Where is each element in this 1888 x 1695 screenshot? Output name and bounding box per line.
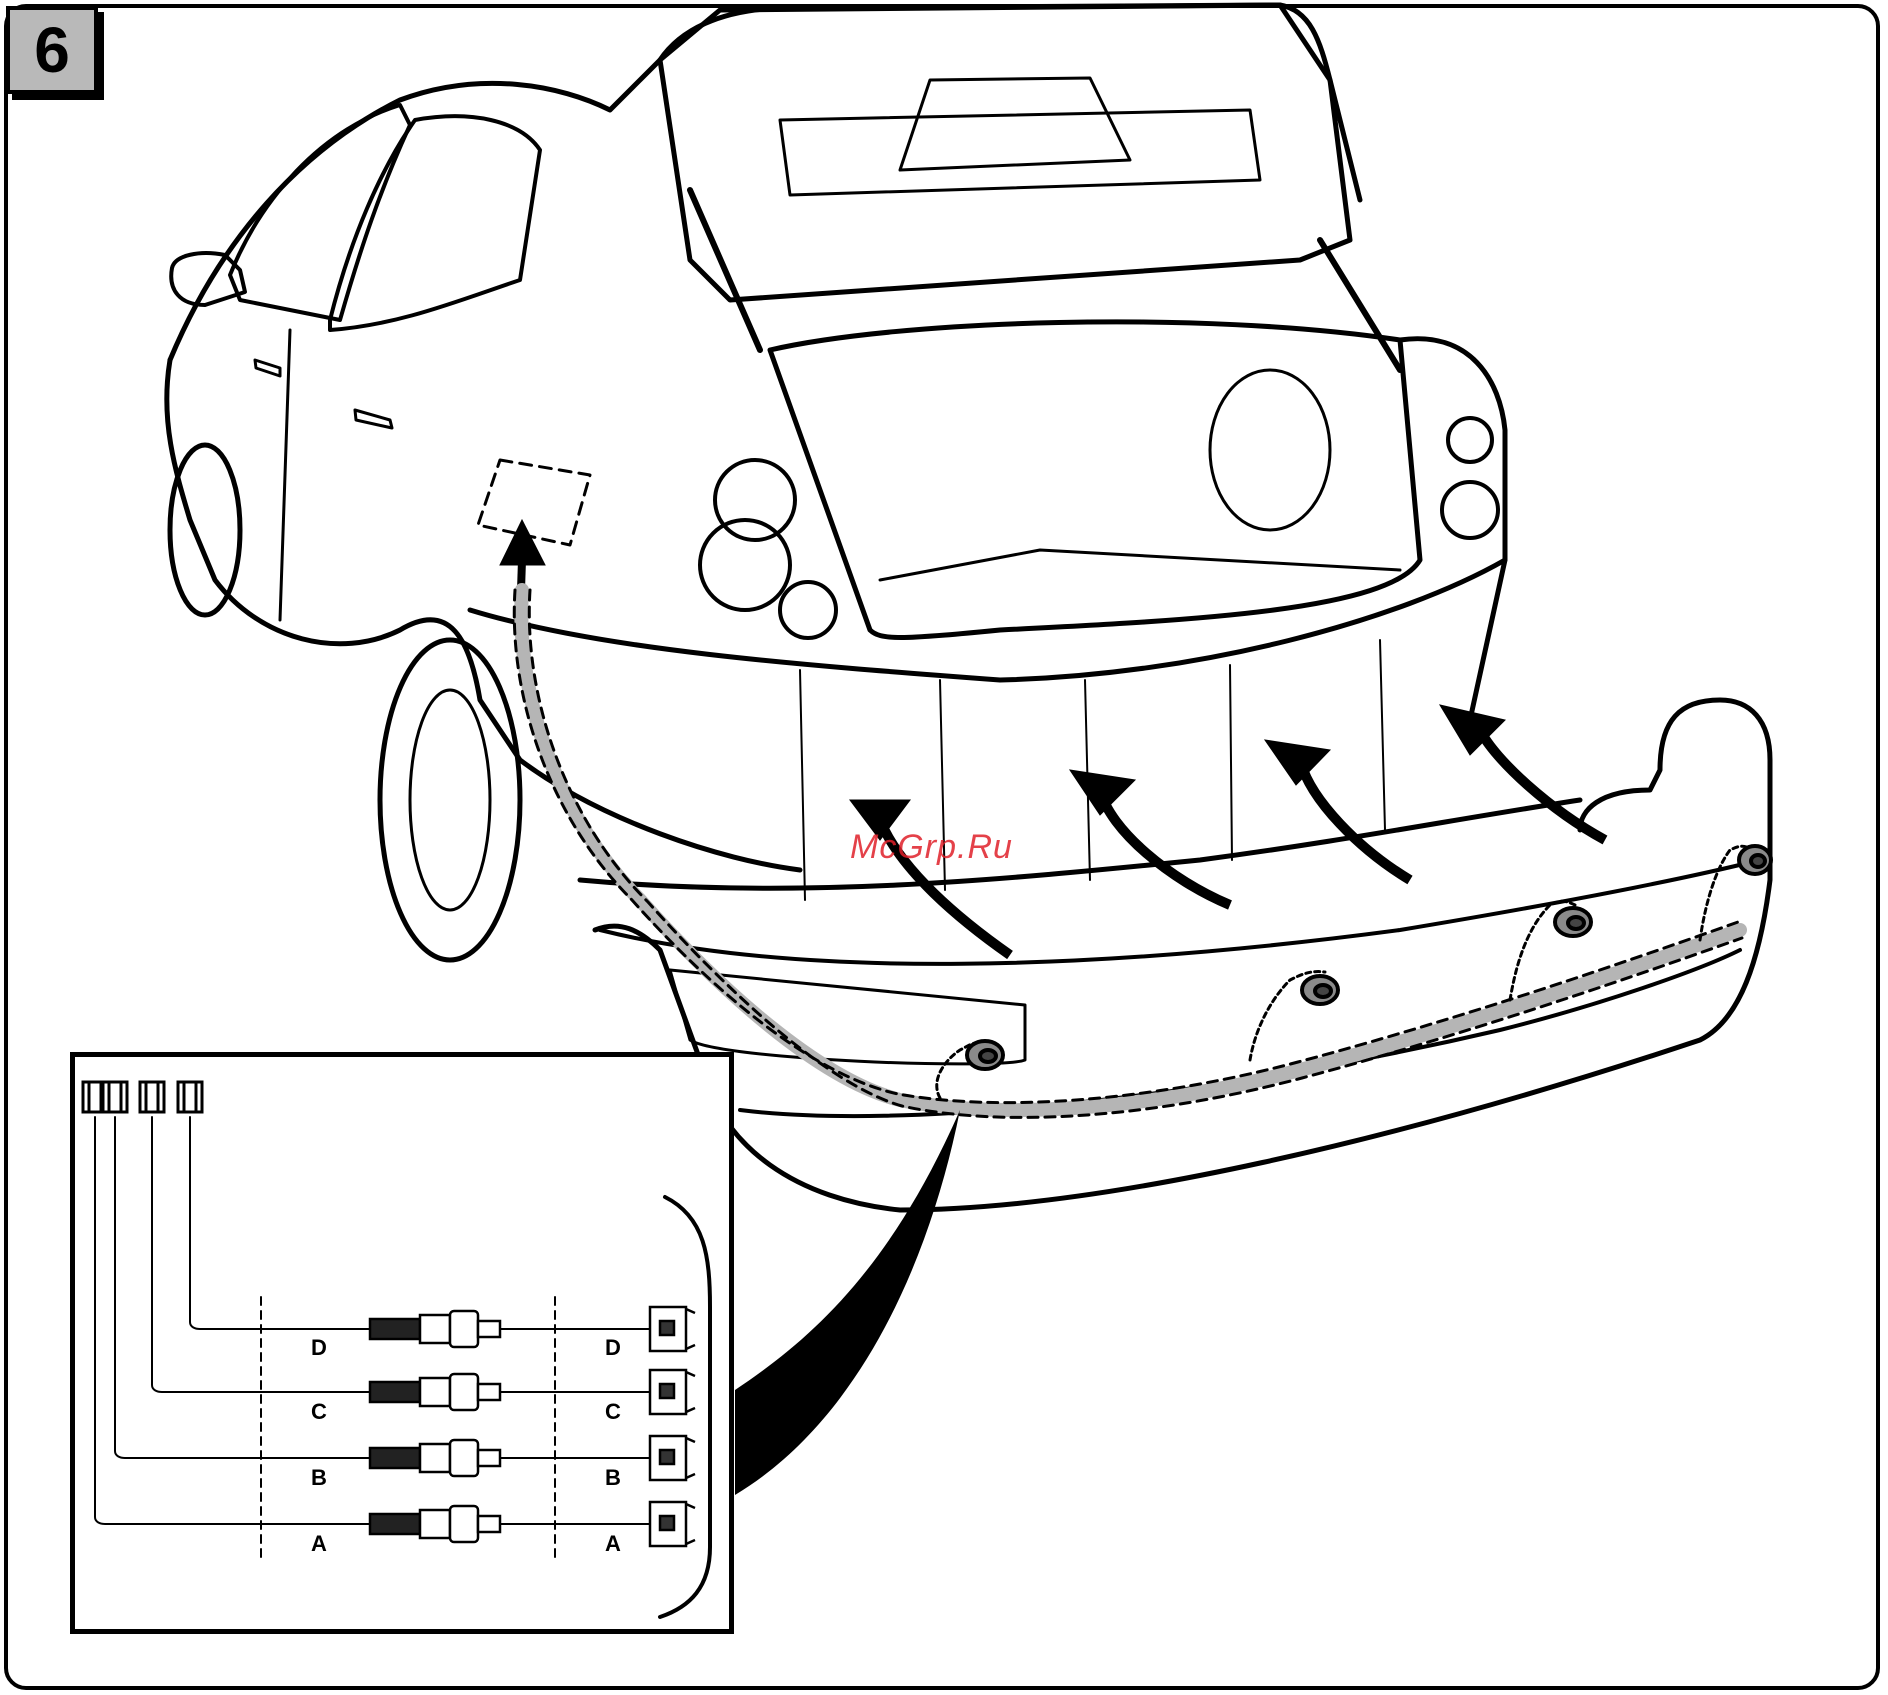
spare-wheel-well [1210, 370, 1330, 530]
wire-d [190, 1117, 370, 1329]
inline-connector-a [370, 1506, 500, 1542]
top-plug-c [140, 1082, 164, 1112]
left-tail-light-middle [700, 520, 790, 610]
sensor-head-c [650, 1370, 695, 1414]
fit-arrow-3 [1300, 760, 1410, 880]
fit-arrow-3-head [1265, 740, 1330, 785]
tailgate-outline [660, 5, 1350, 300]
door-handle-front [255, 360, 280, 376]
right-label-a: A [605, 1531, 621, 1557]
guide-line-4 [1230, 665, 1232, 860]
rear-crossmember [580, 800, 1580, 888]
connector-detail-inset: D C B A D C B A [70, 1052, 734, 1634]
parking-sensor-3-inner [1568, 917, 1584, 929]
trunk-opening [770, 322, 1420, 638]
right-tail-light-lower [1442, 482, 1498, 538]
fit-arrow-4 [1480, 730, 1605, 840]
right-label-d: D [605, 1335, 621, 1361]
sensor-head-d [650, 1307, 695, 1351]
gas-strut-right [1320, 240, 1400, 370]
parking-sensor-1-inner [980, 1050, 996, 1062]
tailgate-brake-light [900, 78, 1130, 170]
guide-line-5 [1380, 640, 1385, 830]
fuel-door-dashed [478, 460, 590, 545]
left-label-b: B [311, 1465, 327, 1491]
rear-side-window [330, 116, 540, 330]
right-tail-light-upper [1448, 418, 1492, 462]
wire-c [152, 1117, 370, 1392]
rear-body-lower-edge [470, 560, 1505, 680]
watermark: McGrp.Ru [850, 828, 1013, 867]
fuel-door-arrow-head [500, 520, 545, 565]
left-label-c: C [311, 1399, 327, 1425]
wire-a [95, 1117, 370, 1524]
front-wheel [170, 445, 240, 615]
left-label-d: D [311, 1335, 327, 1361]
inline-connector-d [370, 1311, 500, 1347]
left-tail-light-lower [780, 582, 836, 638]
inline-connector-b [370, 1440, 500, 1476]
callout-pointer [735, 1110, 960, 1495]
left-label-a: A [311, 1531, 327, 1557]
fit-arrow-2-head [1070, 770, 1135, 815]
right-label-c: C [605, 1399, 621, 1425]
trunk-floor [880, 550, 1400, 580]
sensor-head-b [650, 1436, 695, 1480]
fit-arrow-2 [1100, 790, 1230, 905]
wire-b [115, 1117, 370, 1458]
sensor-head-a [650, 1502, 695, 1546]
guide-line-1 [800, 670, 805, 900]
rear-wheel-inner [410, 690, 490, 910]
rear-wheel-outer [380, 640, 520, 960]
parking-sensor-4-inner [1751, 855, 1765, 867]
top-plug-b [103, 1082, 127, 1112]
door-handle [355, 410, 392, 428]
parking-sensor-2-inner [1315, 985, 1331, 997]
left-tail-light-upper [715, 460, 795, 540]
connector-wiring-diagram [75, 1057, 729, 1629]
top-plug-d [178, 1082, 202, 1112]
right-label-b: B [605, 1465, 621, 1491]
inline-connector-c [370, 1374, 500, 1410]
tailgate-window [780, 110, 1260, 195]
